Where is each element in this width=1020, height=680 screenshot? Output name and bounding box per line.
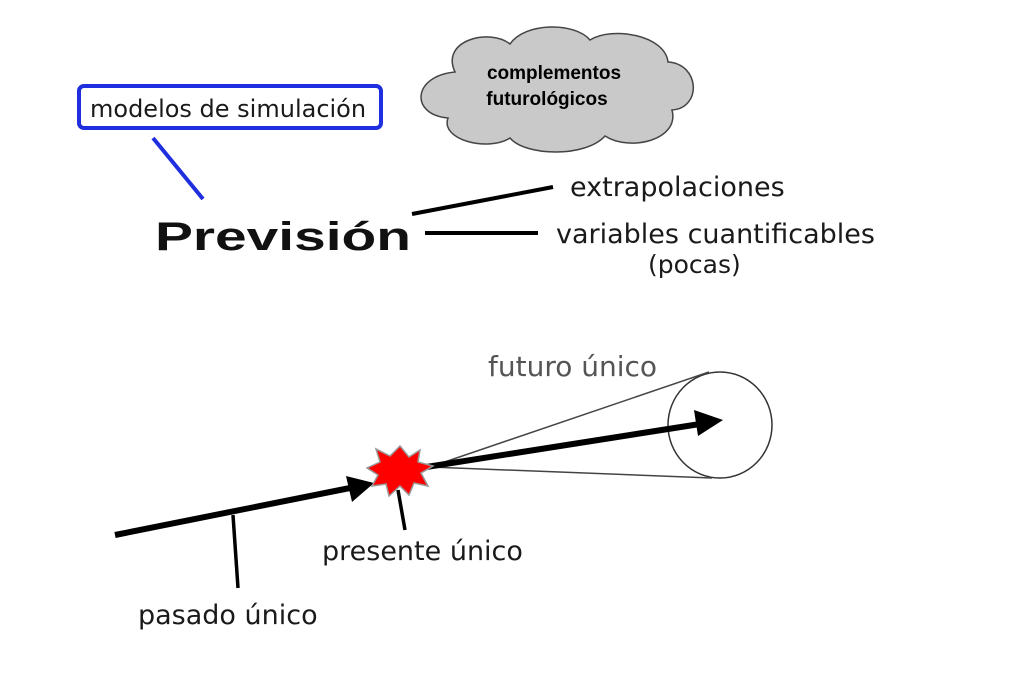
cone-upper-line [429, 371, 710, 468]
variables-label: variables cuantificables [556, 219, 875, 250]
past-arrowhead [346, 476, 374, 502]
future-arrowhead [694, 410, 723, 436]
cloud-line-2: futurológicos [486, 89, 607, 110]
simulation-connector-line [151, 136, 205, 201]
present-label: presente único [322, 536, 523, 567]
cloud-shape [420, 26, 695, 153]
past-arrow-line [114, 485, 351, 538]
prevision-title: Previsión [155, 215, 411, 259]
future-circle [667, 371, 773, 479]
simulation-box-label: modelos de simulación [90, 95, 366, 123]
extrapolations-label: extrapolaciones [570, 172, 785, 203]
future-label: futuro único [488, 350, 657, 383]
future-arrow-line [419, 421, 701, 471]
cloud-line-1: complementos [487, 63, 621, 84]
past-pointer-line [231, 514, 240, 589]
variables-note: (pocas) [648, 250, 741, 279]
cloud-outline [420, 26, 695, 153]
present-pointer-line [396, 489, 407, 531]
cone-lower-line [429, 466, 713, 479]
extrapolations-line [411, 185, 554, 216]
present-burst-icon [365, 444, 435, 498]
simulation-box [77, 84, 383, 130]
past-label: pasado único [138, 600, 318, 631]
